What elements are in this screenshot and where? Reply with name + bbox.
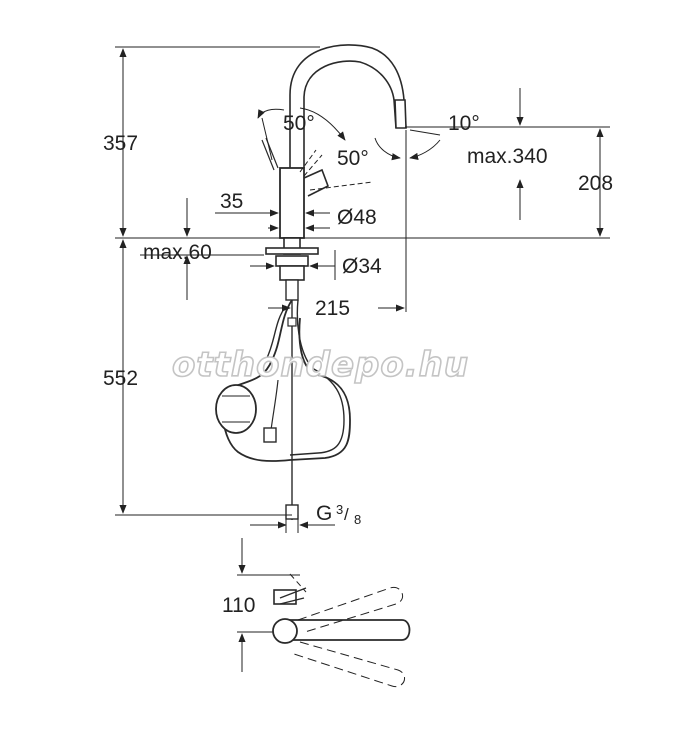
hose-assembly xyxy=(215,299,351,520)
dim-body-diameter: Ø48 xyxy=(337,206,377,229)
dim-connection-thread: G xyxy=(316,502,332,525)
faucet-front-view xyxy=(261,44,407,301)
dim-spout-max: max.340 xyxy=(467,145,548,168)
dimension-labels: 357 50° 50° 10° max.340 208 35 Ø48 max.6… xyxy=(103,112,613,617)
dim-reach: 215 xyxy=(315,297,350,320)
faucet-top-view xyxy=(237,538,411,688)
dim-angle-left: 50° xyxy=(283,112,315,135)
dim-deck-max: max.60 xyxy=(143,241,212,264)
dim-shank-diameter: Ø34 xyxy=(342,255,382,278)
dim-thread-num: 3 xyxy=(336,502,343,517)
dim-thread-den: 8 xyxy=(354,512,361,527)
dim-angle-right: 50° xyxy=(337,147,369,170)
svg-text:/: / xyxy=(344,505,349,524)
dim-spout-height: 208 xyxy=(578,172,613,195)
dim-body-width: 35 xyxy=(220,190,243,213)
dim-spout-angle: 10° xyxy=(448,112,480,135)
watermark-text: otthondepo.hu xyxy=(172,345,469,385)
dim-total-height-top: 357 xyxy=(103,132,138,155)
dim-below-deck: 552 xyxy=(103,367,138,390)
dimension-lines xyxy=(115,46,610,533)
dim-top-view-height: 110 xyxy=(222,594,255,617)
